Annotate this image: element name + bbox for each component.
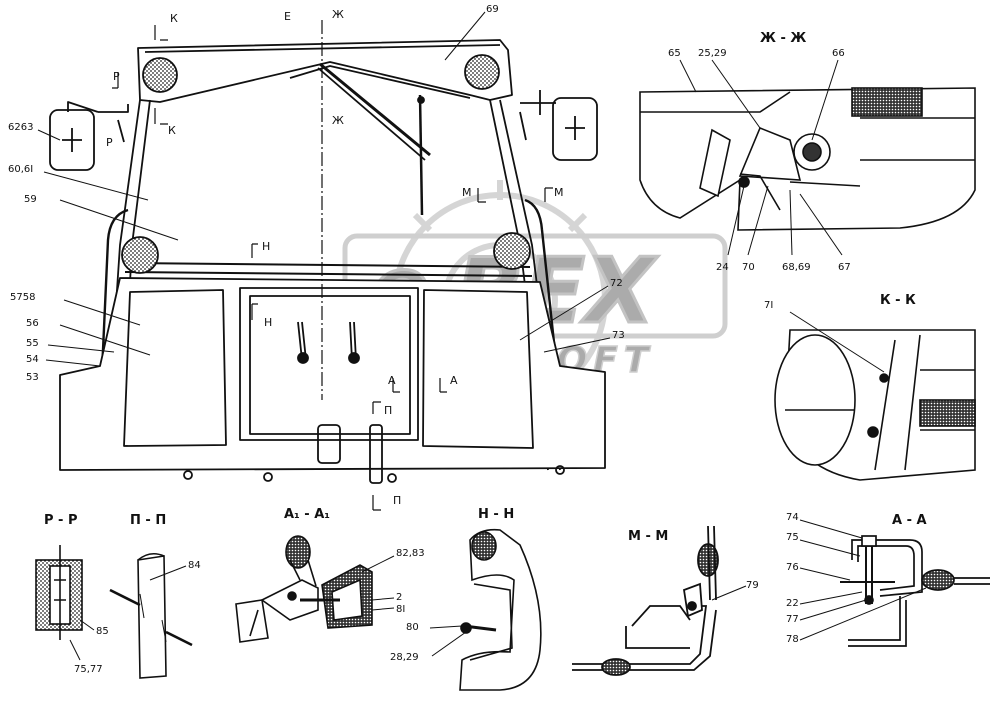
- m-label-79: 79: [746, 580, 759, 591]
- mark-a-left: А: [388, 374, 396, 387]
- callout-56: 56: [26, 318, 39, 329]
- zh-label-67: 67: [838, 262, 851, 273]
- detail-zh-title: Ж - Ж: [760, 31, 806, 46]
- r-label-85: 85: [96, 626, 109, 637]
- callout-57-58: 5758: [10, 292, 35, 303]
- zh-label-70: 70: [742, 262, 755, 273]
- callout-73: 73: [612, 330, 625, 341]
- n-label-80: 80: [406, 622, 419, 633]
- detail-m-m: М - М 79: [572, 525, 759, 676]
- mark-r-bottom: Р: [106, 136, 113, 149]
- detail-p-p: П - П 84: [109, 513, 201, 679]
- roof-lamp-right: [464, 54, 500, 90]
- mark-p-top: П: [384, 404, 392, 417]
- zh-label-65: 65: [668, 48, 681, 59]
- mirror-right: [552, 97, 598, 161]
- detail-a-title: А - А: [892, 513, 927, 528]
- headlight-right: [493, 232, 531, 270]
- a1-label-81: 8I: [396, 604, 405, 615]
- mark-n-bottom: Н: [264, 316, 272, 329]
- bottom-hitch: [317, 424, 341, 464]
- a-label-75: 75: [786, 532, 799, 543]
- cab-front-view: [49, 39, 606, 484]
- a-label-76: 76: [786, 562, 799, 573]
- mirror-left: [49, 109, 95, 171]
- callout-72: 72: [610, 278, 623, 289]
- a-label-78: 78: [786, 634, 799, 645]
- detail-a1-title: А₁ - А₁: [284, 507, 330, 522]
- mark-e: Е: [284, 10, 291, 23]
- k-label-71: 7I: [764, 300, 773, 311]
- detail-n-title: Н - Н: [478, 507, 514, 522]
- a-label-74: 74: [786, 512, 799, 523]
- callout-53: 53: [26, 372, 39, 383]
- detail-r-title: Р - Р: [44, 513, 78, 528]
- a1-label-2: 2: [396, 592, 402, 603]
- zh-label-68-69: 68,69: [782, 262, 811, 273]
- mark-k-top: К: [170, 12, 178, 25]
- n-label-28-29: 28,29: [390, 652, 419, 663]
- a-label-77: 77: [786, 614, 799, 625]
- callout-55: 55: [26, 338, 39, 349]
- detail-r-r: Р - Р 85 75,77: [35, 513, 109, 675]
- mark-p-bottom: П: [393, 494, 401, 507]
- mark-n-top: Н: [262, 240, 270, 253]
- headlight-left: [121, 236, 159, 274]
- detail-k-title: К - К: [880, 293, 916, 308]
- mark-zh-top: Ж: [332, 8, 344, 21]
- detail-k-k: К - К 7I: [764, 293, 976, 481]
- mark-m-left: М: [462, 186, 472, 199]
- detail-a-a: А - А 74 75 76 22 77 78: [786, 512, 990, 647]
- mark-zh-bottom: Ж: [332, 114, 344, 127]
- p-label-84: 84: [188, 560, 201, 571]
- mark-r-top: Р: [113, 70, 120, 83]
- roof-lamp-left: [142, 57, 178, 93]
- detail-p-title: П - П: [130, 513, 166, 528]
- rear-panel-frame: [239, 287, 419, 441]
- callout-59: 59: [24, 194, 37, 205]
- section-marks: К К Е Ж Ж Р Р М М Н Н А А П П: [106, 8, 564, 507]
- callout-leaders: [37, 11, 611, 367]
- callouts: 69 6263 60,6I 59 5758 56 55 54 53 72 73: [8, 4, 625, 383]
- detail-a1-a1: А₁ - А₁ 82,83 2 8I: [235, 507, 425, 643]
- callout-54: 54: [26, 354, 39, 365]
- section-lines: [112, 20, 553, 511]
- mark-m-right: М: [554, 186, 564, 199]
- mark-k-bottom: К: [168, 124, 176, 137]
- a-label-22: 22: [786, 598, 799, 609]
- detail-n-n: Н - Н 80 28,29: [390, 507, 542, 691]
- callout-62-63: 6263: [8, 122, 33, 133]
- zh-label-25-29: 25,29: [698, 48, 727, 59]
- a1-label-82-83: 82,83: [396, 548, 425, 559]
- zh-label-66: 66: [832, 48, 845, 59]
- mark-a-right: А: [450, 374, 458, 387]
- zh-label-24: 24: [716, 262, 729, 273]
- callout-69: 69: [486, 4, 499, 15]
- callout-60-61: 60,6I: [8, 164, 33, 175]
- detail-m-title: М - М: [628, 529, 668, 544]
- detail-zh-zh: Ж - Ж 65 25,29 66 24 70 68,69 67: [639, 31, 976, 273]
- r-label-75-77: 75,77: [74, 664, 103, 675]
